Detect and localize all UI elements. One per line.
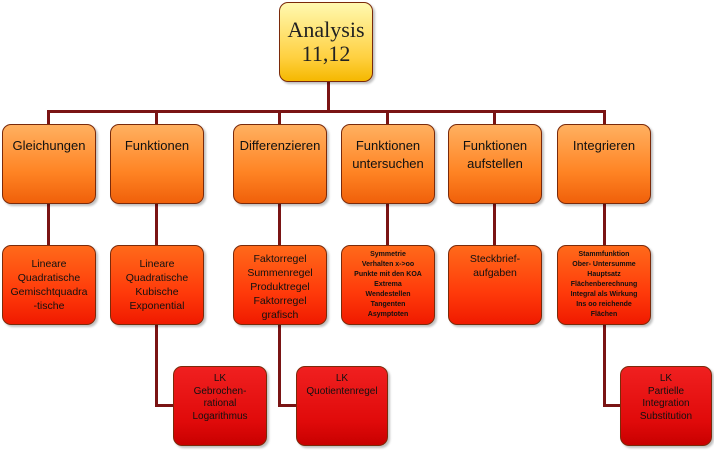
topic-connector — [47, 204, 50, 246]
topic-funktionen-untersuchen: Symmetrie Verhalten x->oo Punkte mit den… — [341, 245, 435, 325]
topic-funktionen: Lineare Quadratische Kubische Exponentia… — [110, 245, 204, 325]
category-funktionen: Funktionen — [110, 124, 204, 204]
category-connector — [603, 110, 606, 125]
topic-connector — [386, 204, 389, 246]
topic-connector — [493, 204, 496, 246]
topic-connector — [155, 204, 158, 246]
root-connector — [327, 82, 330, 112]
lk-integrieren: LK Partielle Integration Substitution — [620, 366, 712, 446]
category-connector — [493, 110, 496, 125]
topic-connector — [603, 204, 606, 246]
category-connector — [386, 110, 389, 125]
lk-connector — [603, 324, 606, 406]
topic-gleichungen: Lineare Quadratische Gemischtquadra -tis… — [2, 245, 96, 325]
category-integrieren: Integrieren — [557, 124, 651, 204]
category-funktionen-untersuchen: Funktionen untersuchen — [341, 124, 435, 204]
lk-funktionen: LK Gebrochen- rational Logarithmus — [173, 366, 267, 446]
lk-connector — [155, 404, 175, 407]
lk-connector — [278, 324, 281, 406]
category-differenzieren: Differenzieren — [233, 124, 327, 204]
lk-connector — [278, 404, 298, 407]
category-connector — [47, 110, 50, 125]
topic-differenzieren: Faktorregel Summenregel Produktregel Fak… — [233, 245, 327, 325]
category-gleichungen: Gleichungen — [2, 124, 96, 204]
category-funktionen-aufstellen: Funktionen aufstellen — [448, 124, 542, 204]
horizontal-bus — [47, 110, 605, 113]
topic-funktionen-aufstellen: Steckbrief- aufgaben — [448, 245, 542, 325]
category-connector — [155, 110, 158, 125]
lk-connector — [603, 404, 623, 407]
topic-integrieren: Stammfunktion Ober- Untersumme Hauptsatz… — [557, 245, 651, 325]
root-node: Analysis 11,12 — [279, 2, 373, 82]
category-connector — [278, 110, 281, 125]
lk-connector — [155, 324, 158, 406]
topic-connector — [278, 204, 281, 246]
lk-differenzieren: LK Quotientenregel — [296, 366, 388, 446]
